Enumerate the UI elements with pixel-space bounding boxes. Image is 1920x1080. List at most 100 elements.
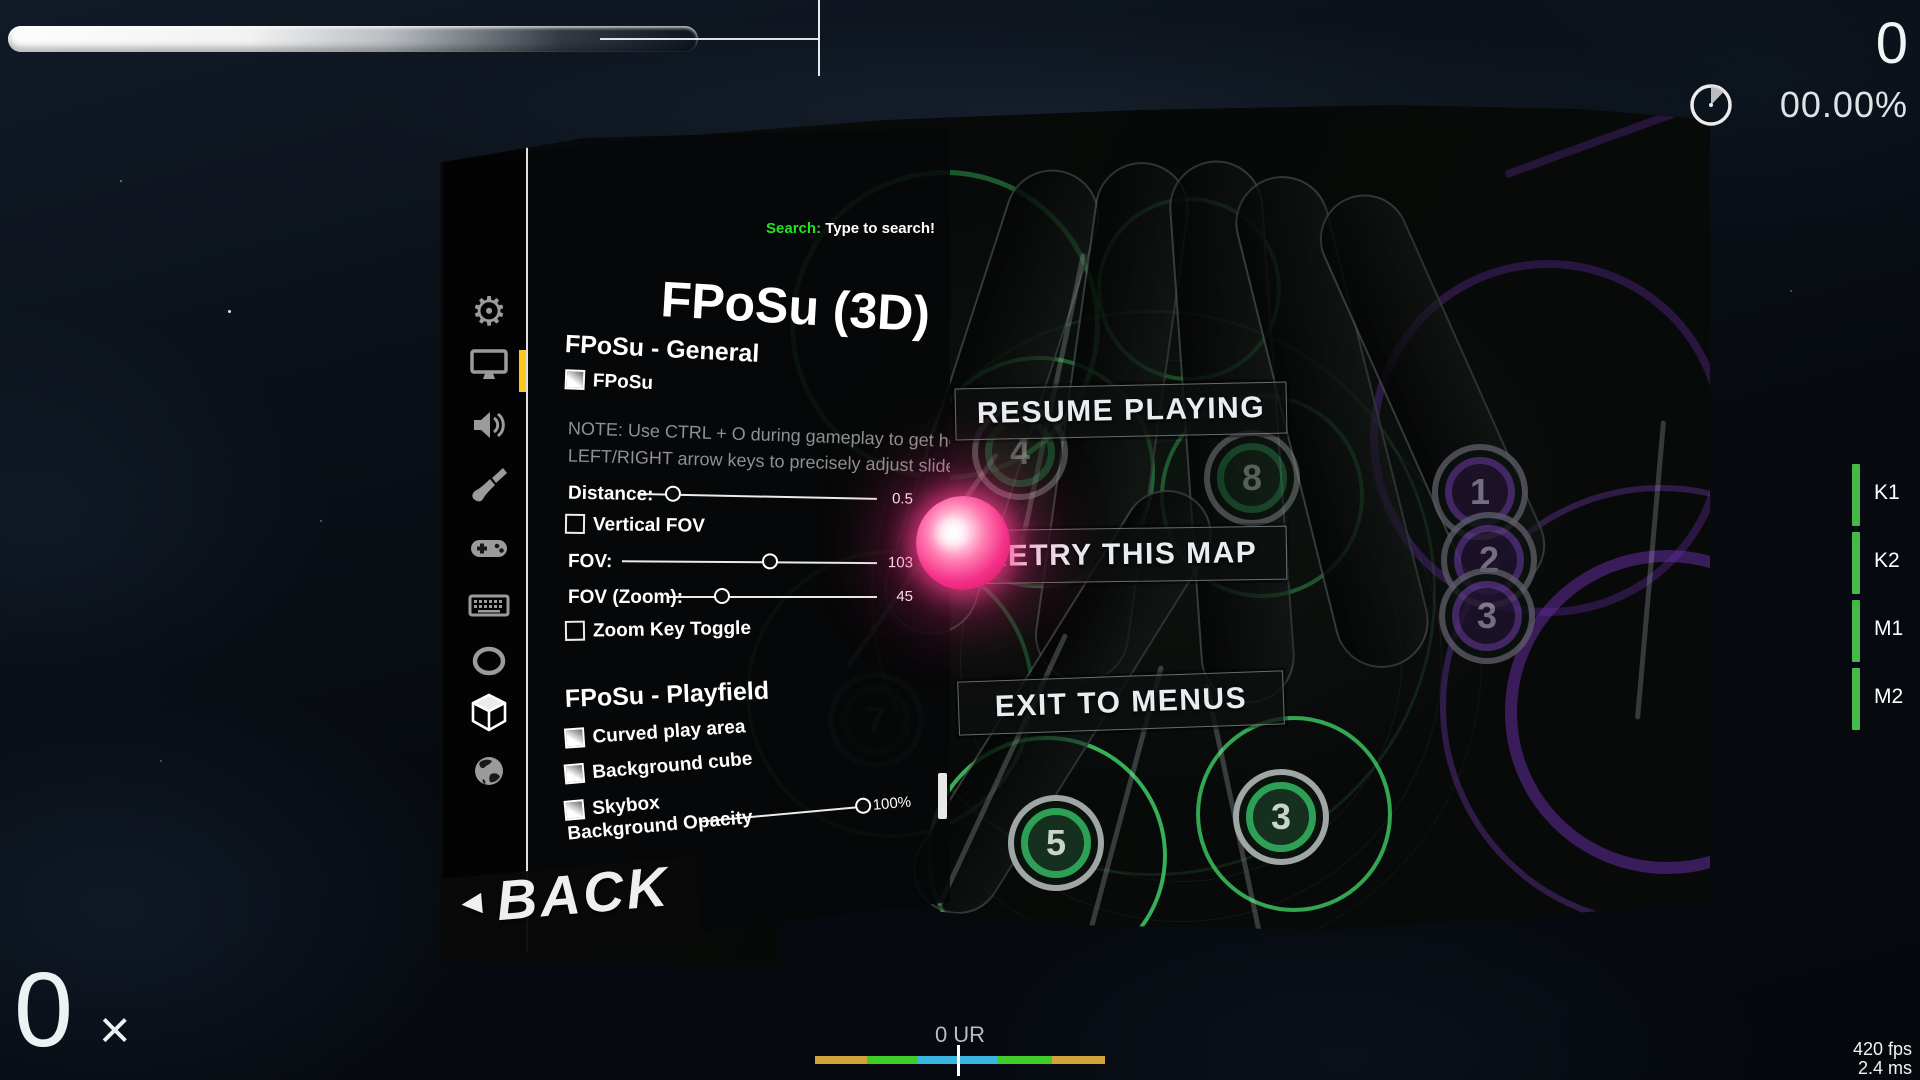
accuracy-display: 00.00% [1779, 84, 1908, 125]
options-title: FPoSu (3D) [658, 271, 932, 343]
hit-circle: 3 [1439, 568, 1535, 664]
back-arrow-icon: ◄ [453, 882, 491, 923]
key-bar-k1 [1852, 464, 1860, 526]
slider-row[interactable]: FOV (Zoom): 45 [443, 584, 950, 610]
slider-knob[interactable] [761, 553, 778, 570]
sidebar-item-globe[interactable] [466, 750, 512, 796]
slider-value: 45 [896, 588, 913, 605]
sidebar-item-cube[interactable] [466, 692, 512, 738]
frametime-value: 2.4 ms [1857, 1058, 1912, 1078]
gear-icon: ⚙ [471, 290, 507, 334]
slider-track[interactable] [668, 596, 877, 598]
hit-circle-number: 3 [1270, 796, 1292, 837]
sidebar-item-gamepad[interactable] [466, 527, 512, 573]
hit-circle-ring: 8 [1217, 443, 1287, 513]
sidebar-divider-line [526, 144, 528, 962]
slider-value: 100% [872, 793, 912, 814]
audio-icon [467, 403, 511, 452]
score-display: 0 [1875, 11, 1908, 76]
checkbox-label: Curved play area [591, 716, 747, 748]
search-label: Search: [766, 220, 822, 237]
checkbox-label: Background cube [591, 748, 754, 784]
cursor-ball [916, 496, 1010, 590]
search-bar[interactable]: Search: Type to search! [766, 220, 935, 237]
slider-value: 103 [887, 554, 914, 572]
sidebar-item-keyboard[interactable] [466, 584, 512, 630]
key-bar-k2 [1852, 532, 1860, 594]
slider-label: FOV (Zoom): [568, 587, 684, 608]
slider-row[interactable]: FOV: 103 [443, 547, 950, 577]
checkbox-checked[interactable] [563, 727, 586, 749]
checkbox-checked[interactable] [563, 799, 586, 821]
slider-knob[interactable] [714, 588, 731, 604]
section-heading: FPoSu - General [564, 330, 760, 368]
resume-button[interactable]: RESUME PLAYING [954, 381, 1288, 441]
star [1790, 290, 1792, 292]
key-bar-m2 [1852, 668, 1860, 730]
key-label-k1: K1 [1874, 481, 1900, 504]
cursor-glow-core [931, 514, 971, 553]
sidebar-item-display[interactable] [466, 344, 512, 390]
hit-circle-number: 4 [1009, 431, 1031, 472]
options-sidebar: ⚙ [443, 128, 526, 962]
top-progress-bar [8, 26, 698, 52]
slider-value: 0.5 [891, 490, 914, 508]
sidebar-item-gear[interactable]: ⚙ [466, 289, 512, 335]
search-hint: Type to search! [825, 220, 935, 237]
exit-button[interactable]: EXIT TO MENUS [957, 670, 1285, 736]
slider-knob[interactable] [664, 485, 682, 502]
star [320, 520, 322, 522]
ur-segment [815, 1056, 867, 1064]
paintbrush-icon [467, 464, 511, 513]
hit-circle-ring: 5 [1021, 808, 1091, 878]
sidebar-item-circle[interactable] [466, 640, 512, 686]
hit-circle-number: 8 [1241, 457, 1263, 498]
key-label-k2: K2 [1874, 549, 1900, 572]
cube-icon [466, 690, 512, 741]
gamepad-icon [467, 526, 511, 575]
star [120, 180, 122, 182]
unstable-rate-bar [815, 1056, 1105, 1064]
hit-circle: 3 [1233, 769, 1329, 865]
display-icon [467, 343, 511, 392]
hit-circle: 8 [1204, 430, 1300, 526]
ur-segment [867, 1056, 917, 1064]
combo-number: 0 [14, 951, 73, 1069]
combo-counter: 0 × [14, 955, 131, 1065]
checkbox-checked[interactable] [563, 762, 586, 785]
ur-segment [998, 1056, 1052, 1064]
sidebar-item-audio[interactable] [466, 404, 512, 450]
ur-segment [1052, 1056, 1105, 1064]
checkbox-label: Vertical FOV [592, 514, 706, 537]
star [160, 760, 162, 762]
key-label-m2: M2 [1874, 685, 1904, 708]
star [228, 310, 231, 313]
hit-circle-ring: 3 [1246, 782, 1316, 852]
unstable-rate-label: 0 UR [934, 1022, 986, 1047]
hit-circle-number: 5 [1045, 822, 1067, 863]
checkbox-unchecked[interactable] [564, 513, 586, 535]
slider-track[interactable] [621, 560, 877, 565]
key-label-m1: M1 [1874, 617, 1904, 640]
checkbox-checked[interactable] [564, 369, 586, 391]
checkbox-label: FPoSu [592, 370, 654, 394]
hit-circle-ring: 3 [1452, 581, 1522, 651]
hit-circle-number: 3 [1476, 595, 1498, 636]
slider-label: FOV: [567, 550, 613, 573]
fps-value: 420 fps [1852, 1039, 1912, 1059]
performance-readout: 420 fps 2.4 ms [1853, 1040, 1912, 1078]
keyboard-icon [466, 583, 512, 632]
sidebar-item-paintbrush[interactable] [466, 465, 512, 511]
top-progress-line [600, 38, 819, 40]
checkbox-unchecked[interactable] [564, 620, 586, 641]
scrollbar-handle[interactable] [938, 773, 947, 819]
top-progress-marker [818, 0, 820, 76]
hit-circle: 5 [1008, 795, 1104, 891]
checkbox-label: Zoom Key Toggle [592, 617, 752, 642]
key-bar-m1 [1852, 600, 1860, 662]
accuracy-pie-icon [1688, 82, 1734, 133]
options-panel: ⚙ Search: Type to search! FPoSu (3D) FPo… [443, 128, 950, 962]
category-scroll-indicator [519, 350, 526, 392]
section-heading: FPoSu - Playfield [564, 676, 770, 713]
